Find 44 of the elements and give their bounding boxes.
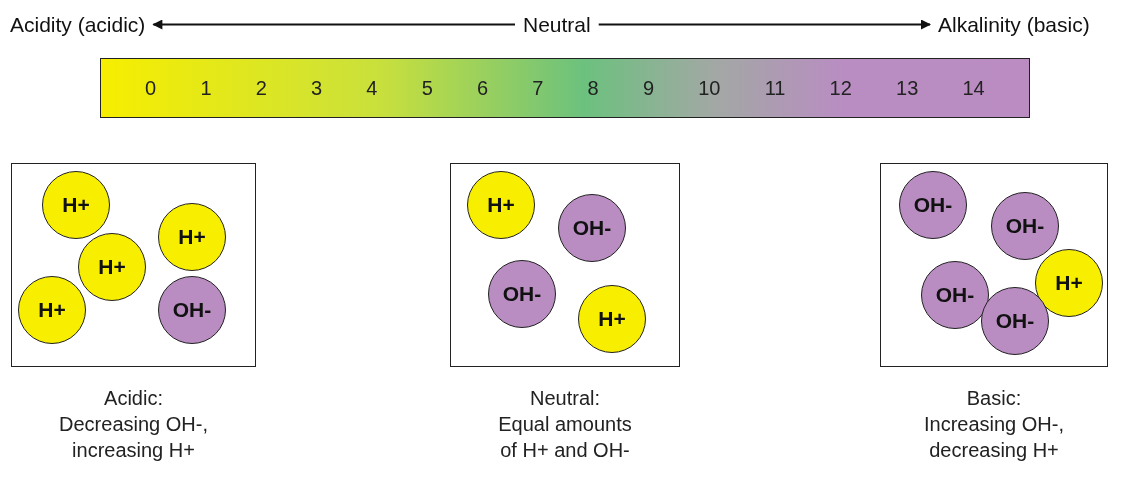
hydrogen-ion-circle: H+ xyxy=(1035,249,1103,317)
ph-value: 2 xyxy=(255,76,267,100)
ph-value: 13 xyxy=(896,76,919,100)
ph-scale-bar xyxy=(100,58,1030,118)
caption-text: Decreasing OH-, increasing H+ xyxy=(58,412,209,463)
ph-value: 3 xyxy=(311,76,323,100)
hydroxide-ion-circle: OH- xyxy=(558,194,626,262)
ph-value: 14 xyxy=(962,76,985,100)
ph-value: 5 xyxy=(421,76,433,100)
ion-panel xyxy=(880,163,1108,367)
scale-label: Neutral xyxy=(523,14,591,35)
hydrogen-ion-circle: H+ xyxy=(158,203,226,271)
ph-value: 7 xyxy=(532,76,544,100)
ph-value: 9 xyxy=(642,76,655,100)
scale-label: Alkalinity (basic) xyxy=(938,14,1090,35)
ph-value: 4 xyxy=(366,76,378,100)
hydroxide-ion-circle: OH- xyxy=(158,276,226,344)
caption-heading: Acidic: xyxy=(104,386,163,411)
hydrogen-ion-circle: H+ xyxy=(78,233,146,301)
hydroxide-ion-circle: OH- xyxy=(981,287,1049,355)
ph-value: 0 xyxy=(145,76,157,100)
caption-text: Increasing OH-, decreasing H+ xyxy=(922,412,1066,463)
hydrogen-ion-circle: H+ xyxy=(467,171,535,239)
ion-panel xyxy=(450,163,680,367)
caption-heading: Neutral: xyxy=(530,386,600,411)
ion-panel xyxy=(11,163,256,367)
ph-value: 10 xyxy=(698,76,721,100)
caption-text: Equal amounts of H+ and OH- xyxy=(497,412,633,463)
hydroxide-ion-circle: OH- xyxy=(991,192,1059,260)
scale-label: Acidity (acidic) xyxy=(10,14,146,35)
arrow xyxy=(597,19,931,30)
hydroxide-ion-circle: OH- xyxy=(921,261,989,329)
ph-value: 12 xyxy=(829,76,852,100)
ph-value: 1 xyxy=(200,76,212,100)
ph-value: 6 xyxy=(476,76,489,100)
hydrogen-ion-circle: H+ xyxy=(18,276,86,344)
hydroxide-ion-circle: OH- xyxy=(488,260,556,328)
caption-heading: Basic: xyxy=(966,386,1022,411)
hydrogen-ion-circle: H+ xyxy=(578,285,646,353)
hydroxide-ion-circle: OH- xyxy=(899,171,967,239)
ph-value: 8 xyxy=(587,76,599,100)
ph-value: 11 xyxy=(764,76,786,100)
arrow xyxy=(152,19,516,30)
hydrogen-ion-circle: H+ xyxy=(42,171,110,239)
